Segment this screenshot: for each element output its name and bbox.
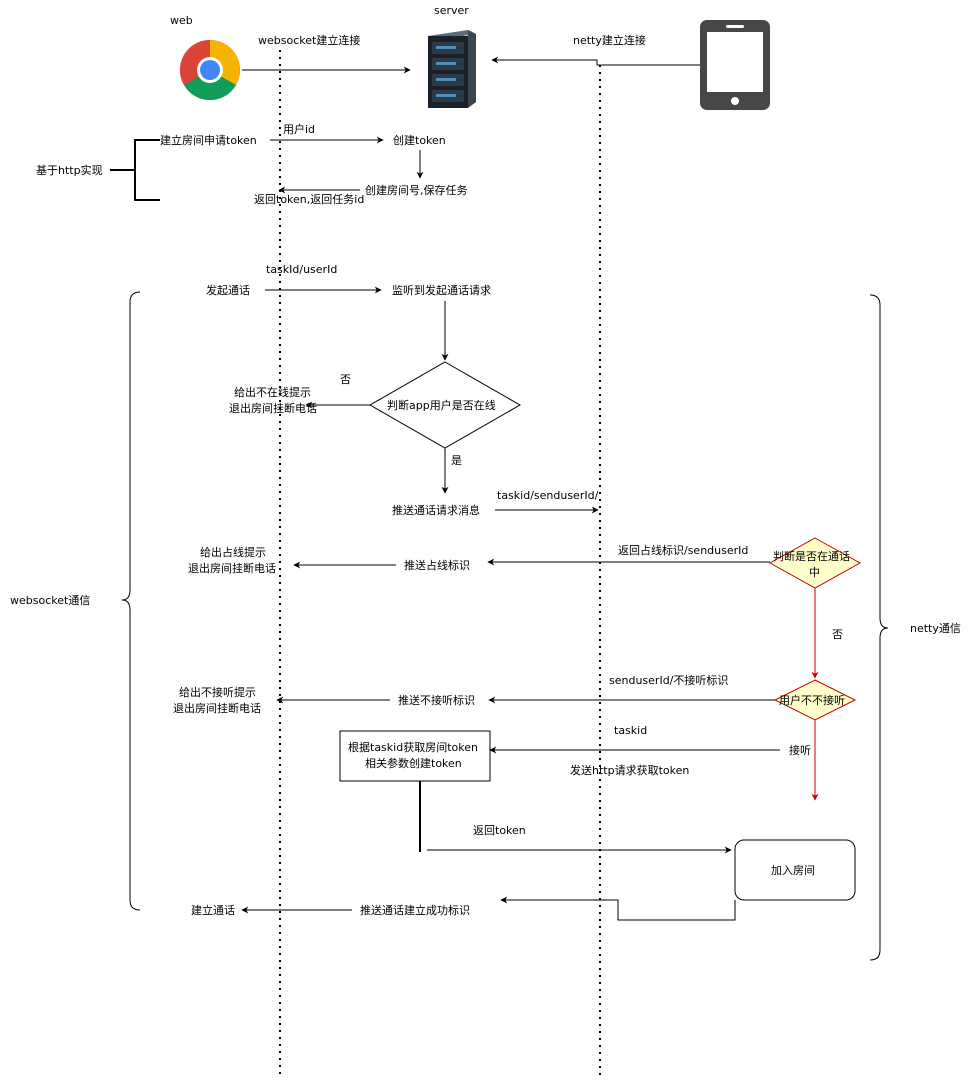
push-busy-label: 推送占线标识 bbox=[404, 558, 470, 572]
server-rack-icon bbox=[428, 30, 476, 108]
create-room-label: 创建房间号,保存任务 bbox=[365, 183, 468, 197]
in-call-check-diamond bbox=[768, 537, 862, 589]
mobile-phone-icon bbox=[700, 20, 770, 110]
server-actor-label: server bbox=[434, 4, 469, 17]
push-reject-label: 推送不接听标识 bbox=[398, 693, 475, 707]
websocket-bracket-label: websocket通信 bbox=[10, 594, 90, 607]
reject-tip-line1: 给出不接听提示 bbox=[179, 685, 256, 699]
websocket-connect-label: websocket建立连接 bbox=[258, 33, 360, 47]
get-token-line1: 根据taskid获取房间token bbox=[348, 740, 478, 754]
online-yes-label: 是 bbox=[451, 454, 462, 467]
return-token2-label: 返回token bbox=[473, 824, 526, 837]
netty-connect-arrow bbox=[491, 56, 700, 66]
http-bracket bbox=[110, 139, 160, 201]
start-call-label: 发起通话 bbox=[206, 283, 250, 297]
reject-return-label: senduserId/不接听标识 bbox=[609, 673, 728, 687]
busy-tip-line1: 给出占线提示 bbox=[200, 545, 266, 559]
netty-bracket-label: netty通信 bbox=[910, 622, 961, 635]
request-token-label: 建立房间申请token bbox=[160, 133, 257, 147]
in-call-check-line1: 判断是否在通话 bbox=[773, 549, 850, 563]
get-token-box bbox=[339, 730, 491, 782]
online-check-label: 判断app用户是否在线 bbox=[387, 398, 496, 412]
netty-bracket bbox=[869, 294, 889, 961]
return-busy-label: 返回占线标识/senduserId bbox=[618, 543, 748, 557]
netty-connect-label: netty建立连接 bbox=[573, 33, 646, 47]
push-success-arrow bbox=[500, 896, 736, 921]
reject-check-label: 用户不不接听 bbox=[779, 693, 845, 707]
push-success-label: 推送通话建立成功标识 bbox=[360, 903, 470, 917]
get-token-line2: 相关参数创建token bbox=[365, 756, 462, 770]
call-established-label: 建立通话 bbox=[191, 903, 235, 917]
answer-taskid-label: taskid bbox=[614, 724, 647, 737]
send-http-label: 发送http请求获取token bbox=[570, 763, 689, 777]
reject-tip-line2: 退出房间挂断电话 bbox=[173, 701, 261, 715]
busy-tip-line2: 退出房间挂断电话 bbox=[188, 561, 276, 575]
join-room-label: 加入房间 bbox=[771, 864, 815, 877]
offline-tip-line1: 给出不在线提示 bbox=[234, 385, 311, 399]
offline-tip-line2: 退出房间挂断电话 bbox=[229, 401, 317, 415]
http-bracket-label: 基于http实现 bbox=[36, 163, 103, 177]
in-call-check-line2: 中 bbox=[809, 566, 820, 579]
listen-call-label: 监听到发起通话请求 bbox=[392, 283, 491, 297]
push-request-label: 推送通话请求消息 bbox=[392, 503, 480, 517]
join-room-box bbox=[734, 839, 856, 901]
return-token-label: 返回token,返回任务id bbox=[254, 193, 364, 206]
web-actor-label: web bbox=[170, 14, 193, 27]
taskid-userid-label: taskId/userId bbox=[266, 263, 337, 276]
answer-label: 接听 bbox=[789, 744, 811, 757]
push-request-ids-label: taskid/senduserId/ bbox=[497, 489, 599, 502]
chrome-browser-icon bbox=[179, 40, 241, 101]
create-token-label: 创建token bbox=[393, 133, 446, 147]
websocket-bracket bbox=[121, 291, 141, 911]
not-in-call-no-label: 否 bbox=[832, 628, 843, 641]
user-id-label: 用户id bbox=[283, 122, 315, 136]
offline-no-label: 否 bbox=[340, 373, 351, 386]
